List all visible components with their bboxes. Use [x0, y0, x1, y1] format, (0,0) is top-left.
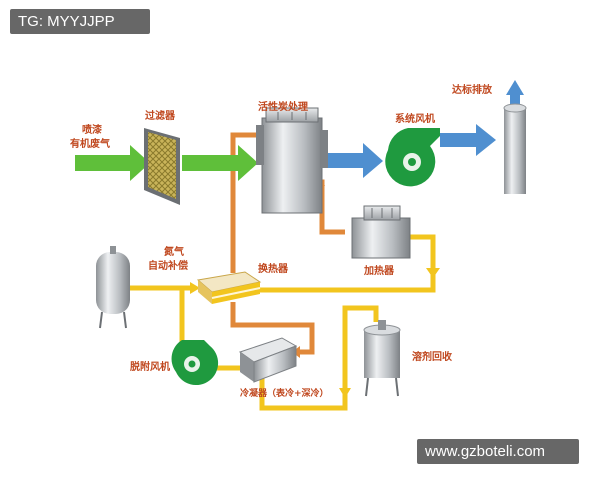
- carbon-to-fan-arrow: [322, 143, 383, 178]
- yellow-pipe-heater-return: [258, 234, 436, 293]
- condenser-label: 冷凝器（表冷+深冷）: [240, 389, 329, 399]
- orange-pipe-to-heater: [317, 170, 345, 235]
- yellow-arrow-nitrogen: [190, 282, 200, 294]
- yellow-arrow-heater-return: [426, 268, 440, 278]
- heat-exchanger-label: 换热器: [258, 264, 288, 275]
- filter-unit: [144, 128, 180, 205]
- nitrogen-label-line1: 氮气: [164, 247, 184, 258]
- exhaust-label: 达标排放: [452, 85, 492, 96]
- heater-unit: [351, 205, 411, 259]
- carbon-adsorber: [256, 107, 328, 214]
- nitrogen-tank: [96, 246, 130, 329]
- filter-to-carbon-arrow: [182, 145, 258, 181]
- inlet-label-line1: 喷漆: [82, 125, 102, 136]
- nitrogen-label-line2: 自动补偿: [148, 261, 188, 272]
- inlet-arrow: [75, 145, 150, 181]
- carbon-label: 活性炭处理: [258, 102, 308, 113]
- exhaust-stack: [503, 103, 527, 194]
- orange-pipe-to-condenser: [230, 302, 315, 355]
- condenser-unit: [238, 337, 298, 383]
- fan-to-stack-arrow: [440, 124, 496, 156]
- solvent-tank: [363, 320, 401, 397]
- filter-label: 过滤器: [145, 111, 175, 122]
- heater-label: 加热器: [364, 266, 394, 277]
- fan-label: 系统风机: [395, 114, 435, 125]
- yellow-pipe-to-solvent: [259, 305, 379, 411]
- heat-exchanger: [196, 271, 262, 304]
- desorption-fan-label: 脱附风机: [130, 362, 170, 373]
- exhaust-arrow: [506, 80, 524, 107]
- watermark-top-left: TG: MYYJJPP: [10, 9, 150, 34]
- solvent-recovery-label: 溶剂回收: [412, 352, 452, 363]
- desorption-fan: [171, 340, 219, 386]
- yellow-arrow-solvent: [339, 388, 351, 398]
- inlet-label-line2: 有机废气: [70, 139, 110, 150]
- system-fan: [385, 128, 440, 187]
- watermark-bottom-right: www.gzboteli.com: [417, 439, 579, 464]
- orange-pipe-to-carbon: [230, 132, 258, 273]
